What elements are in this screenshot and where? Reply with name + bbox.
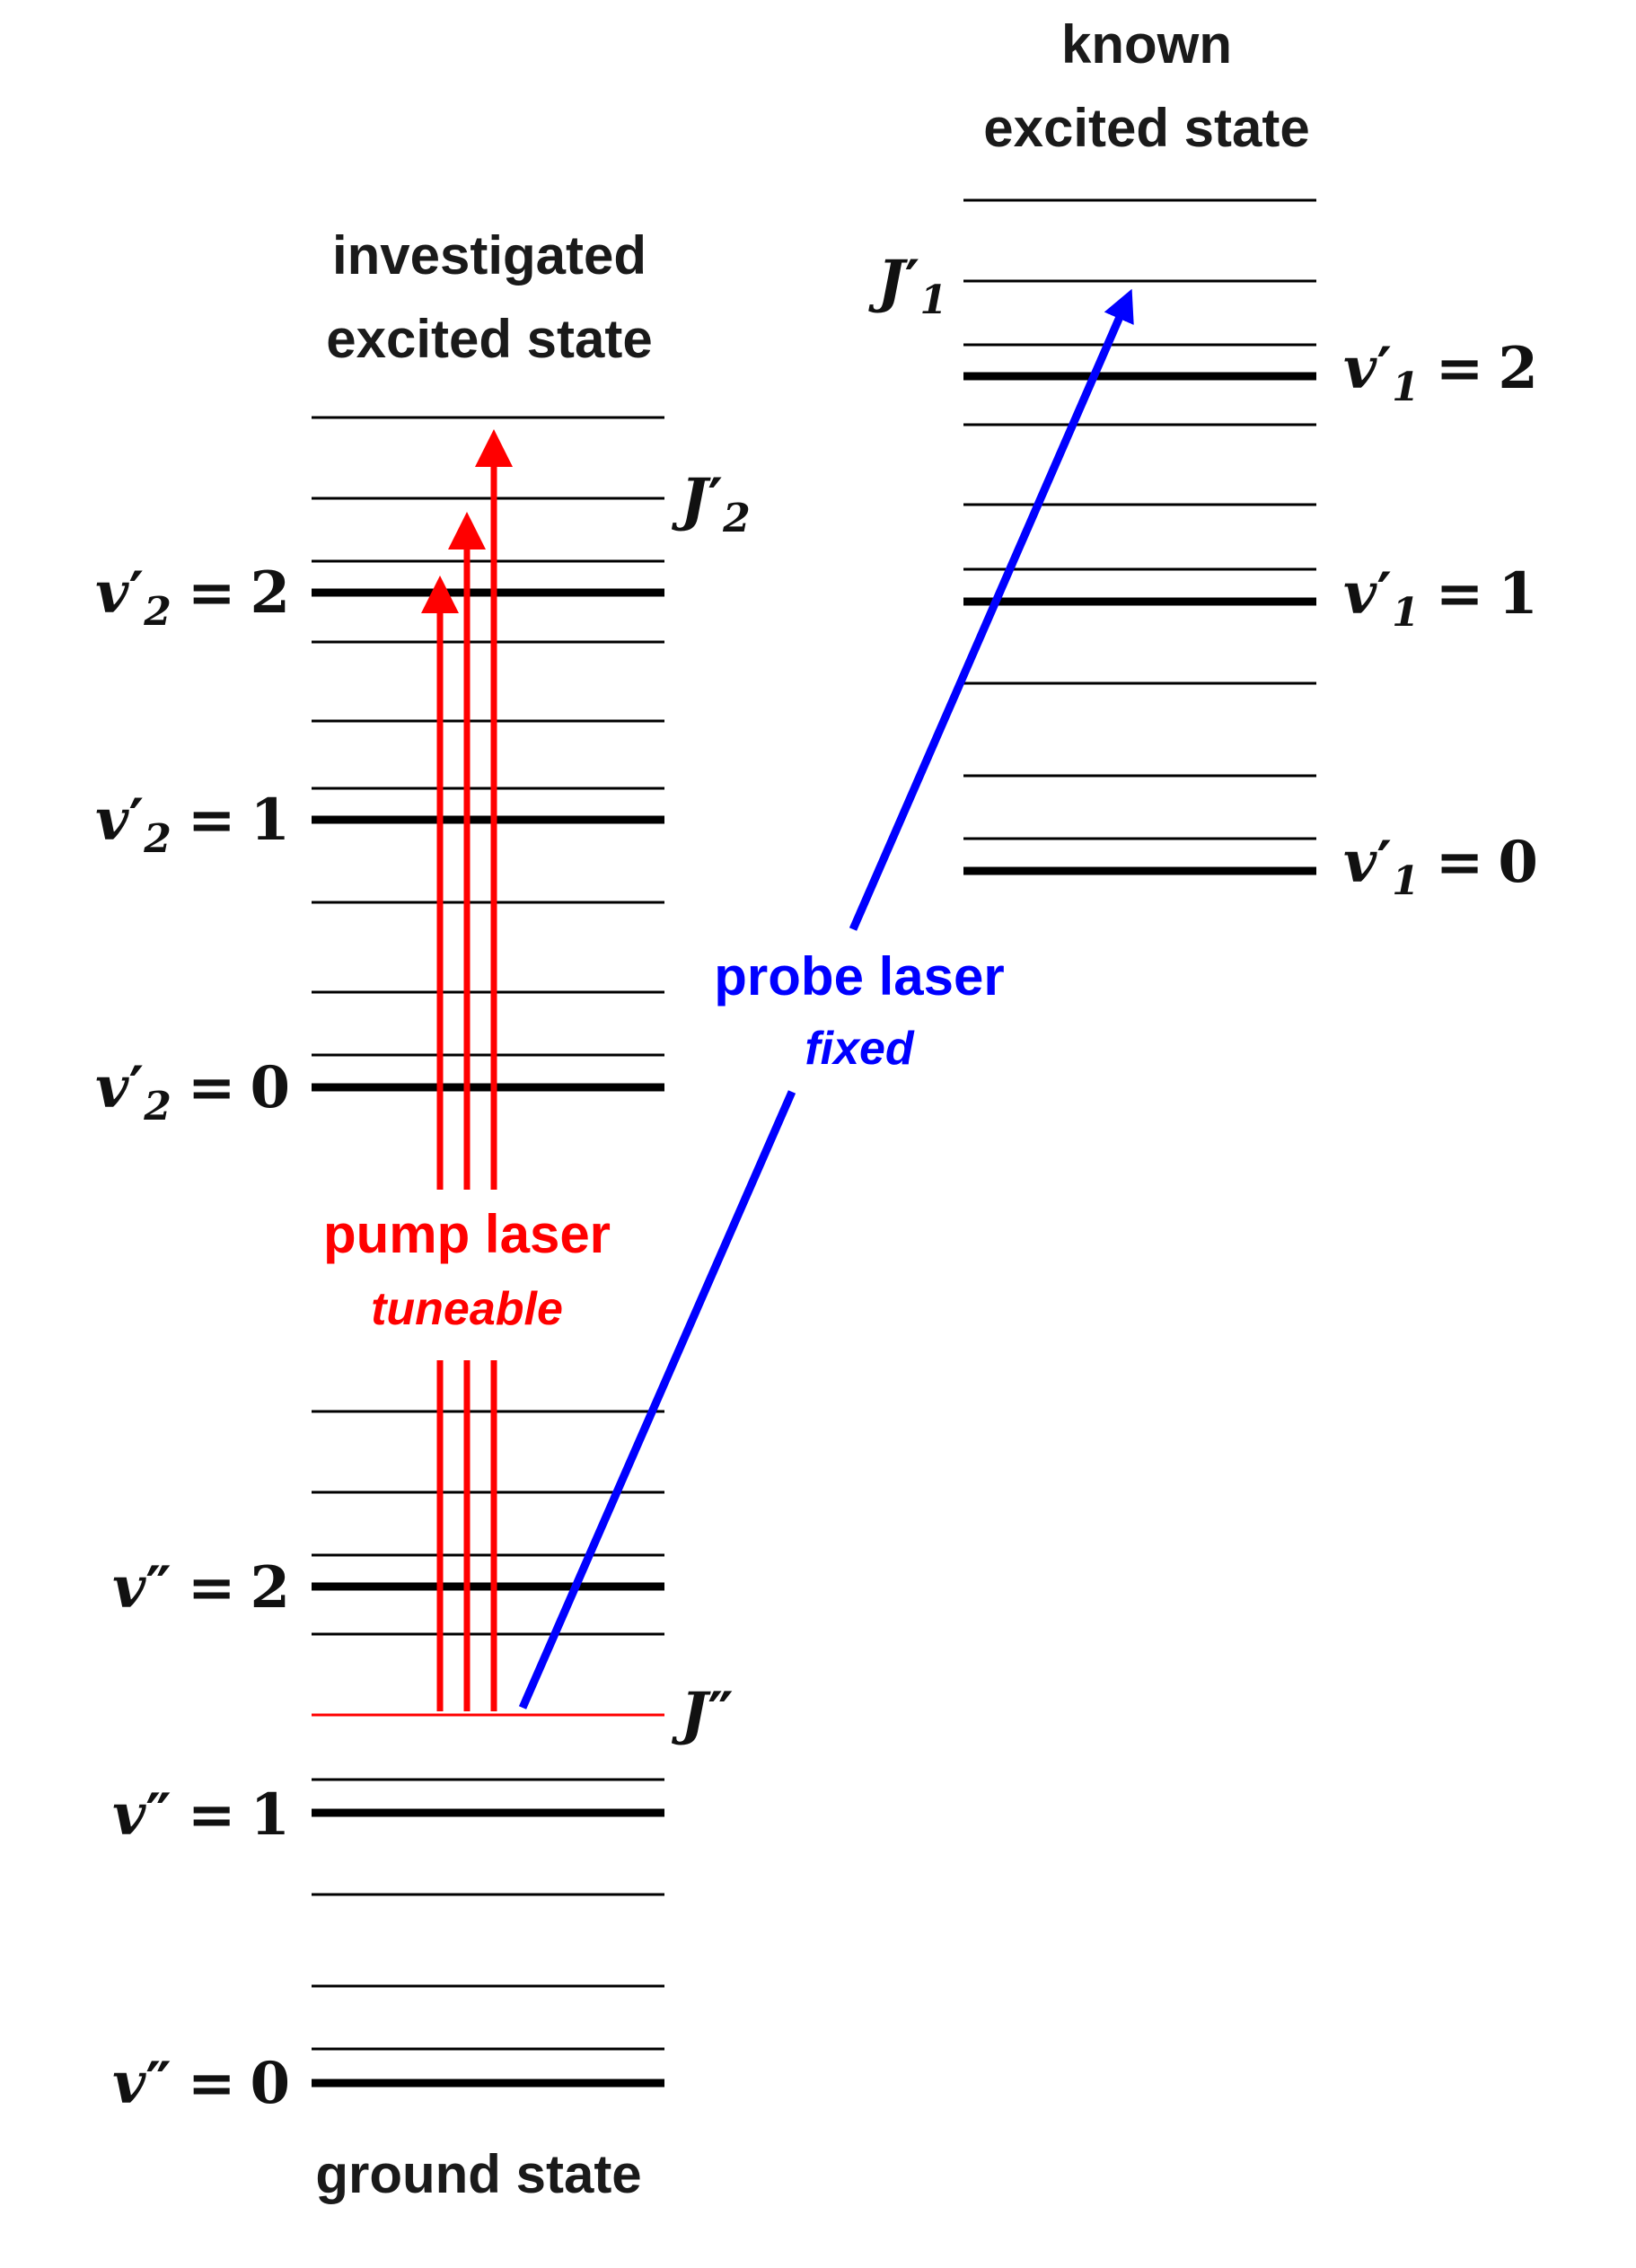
label-J1-prime: J′1 [867,248,947,323]
investigated-state-levels [312,416,664,1092]
label-v1-2: v′1=2 [1343,335,1538,410]
ground-state-levels [312,1410,664,2088]
label-v-0: v″=0 [112,2050,290,2117]
ground-state-heading: ground state [315,2144,641,2204]
pump-laser-arrows [421,429,513,1711]
label-v2-1: v′2=1 [95,787,290,862]
label-v-2: v″=2 [112,1554,290,1622]
label-v2-2: v′2=2 [95,559,290,635]
probe-arrow-lower [518,1090,796,1710]
probe-laser-arrow [518,288,1134,1710]
investigated-state-heading-line1: investigated [332,225,646,286]
known-state-levels [963,198,1316,875]
pump-laser-label: pump laser [323,1204,611,1264]
pump-laser-mode: tuneable [371,1283,563,1335]
label-v-1: v″=1 [112,1781,290,1849]
label-v2-0: v′2=0 [95,1054,290,1130]
probe-laser-mode: fixed [805,1023,915,1075]
label-J-double-prime: J″ [671,1680,734,1747]
known-state-heading-line2: excited state [983,98,1310,158]
probe-laser-label: probe laser [714,946,1004,1007]
probe-arrow-upper [849,288,1134,931]
investigated-state-heading-line2: excited state [326,309,653,369]
label-v1-0: v′1=0 [1343,829,1538,904]
known-state-heading-line1: known [1061,14,1232,75]
label-J2-prime: J′2 [671,466,751,541]
label-v1-1: v′1=1 [1343,560,1538,636]
